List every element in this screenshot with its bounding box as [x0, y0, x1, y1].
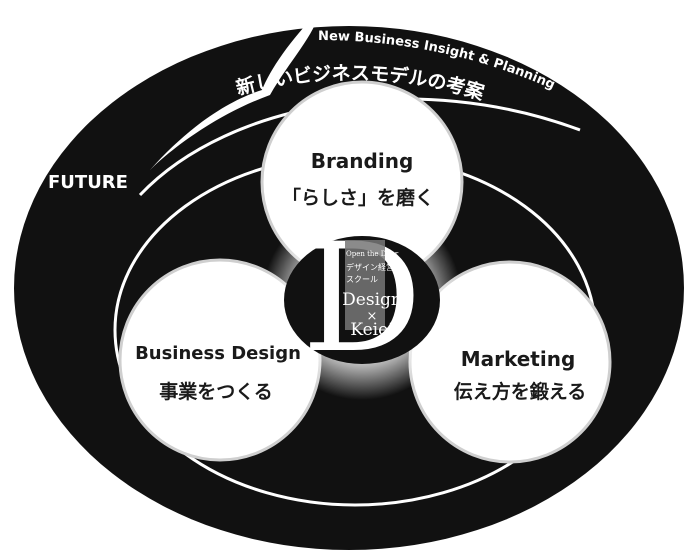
logo-school-line2: スクール	[346, 275, 378, 284]
logo-school-line1: デザイン経営	[346, 262, 394, 272]
logo-tagline: Open the Door	[346, 250, 399, 258]
business-design-subtitle: 事業をつくる	[159, 380, 273, 403]
branding-subtitle: 「らしさ」を磨く	[282, 186, 434, 209]
marketing-subtitle: 伝え方を鍛える	[454, 380, 586, 403]
logo-times: ×	[367, 309, 378, 324]
future-label: FUTURE	[48, 172, 128, 193]
branding-title: Branding	[311, 149, 414, 173]
swoosh-divider	[150, 10, 320, 170]
logo-door-panel	[345, 240, 385, 330]
business-design-title: Business Design	[135, 343, 301, 364]
logo-word-keiei: Keiei	[350, 320, 394, 340]
logo-word-design: Design	[342, 290, 402, 310]
marketing-title: Marketing	[461, 347, 576, 371]
